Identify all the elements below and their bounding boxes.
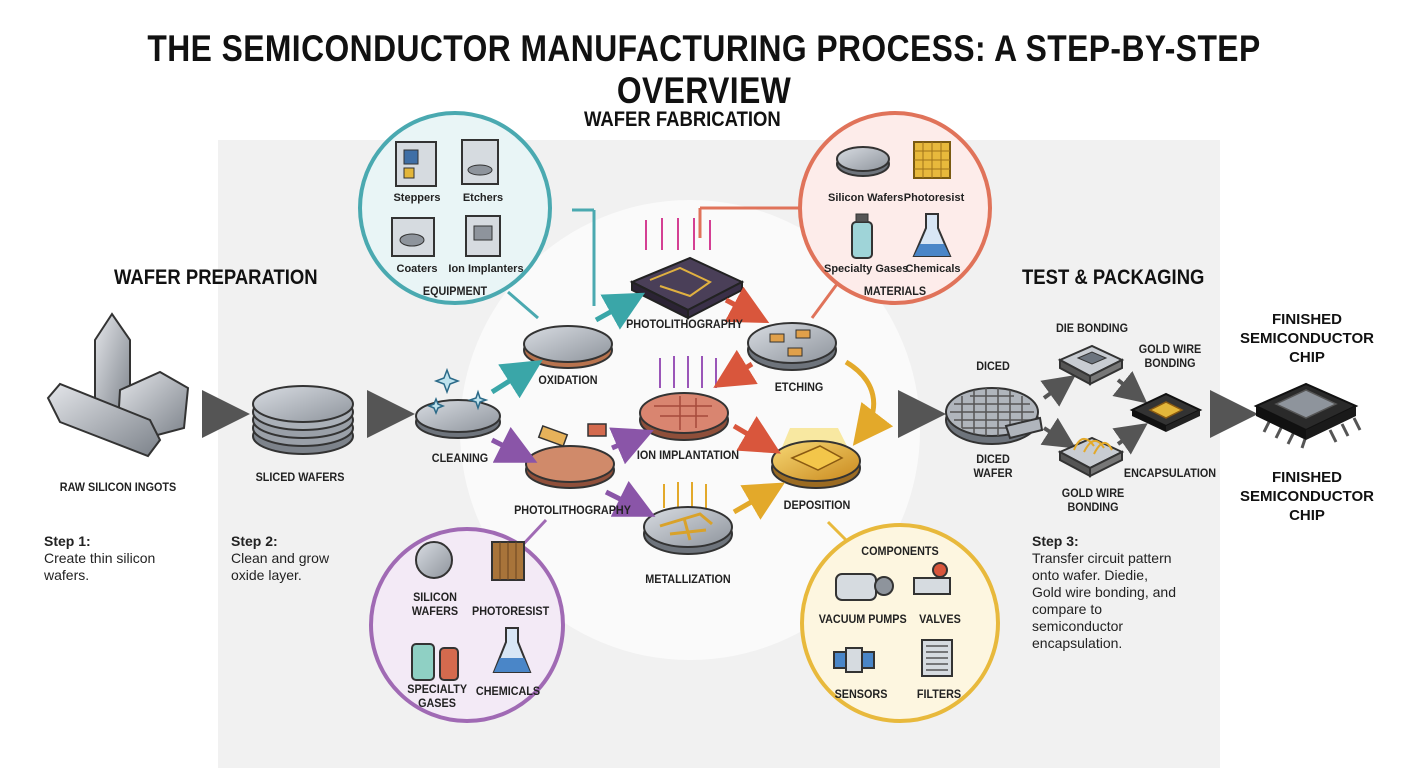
label-gold-wire-bonding-top: GOLD WIRE BONDING	[1138, 342, 1202, 370]
materials-bottom-icons	[411, 541, 532, 681]
label-oxidation: OXIDATION	[538, 373, 598, 387]
step-1-body: Create thin silicon wafers.	[44, 550, 156, 583]
components-item-sensors: SENSORS	[834, 687, 888, 701]
step-1-label: Step 1:	[44, 533, 91, 549]
cleaning-wafer-icon	[415, 367, 501, 439]
materials-bottom-item-specialty-gases: SPECIALTY GASES	[407, 682, 468, 710]
gold-wire-bonding-chip-icon	[1129, 392, 1203, 432]
metallization-icon	[643, 482, 733, 555]
label-deposition: DEPOSITION	[783, 498, 851, 512]
deposition-icon	[771, 428, 861, 489]
materials-top-item-photoresist: Photoresist	[903, 192, 965, 204]
materials-top-icons	[836, 141, 952, 259]
equipment-item-etchers: Etchers	[462, 192, 504, 204]
etching-icon	[747, 322, 837, 371]
step-2-label: Step 2:	[231, 533, 278, 549]
label-etching: ETCHING	[774, 380, 824, 394]
equipment-icons	[391, 139, 501, 257]
equipment-item-coaters: Coaters	[396, 263, 438, 275]
materials-top-item-chemicals: Chemicals	[905, 263, 961, 275]
materials-bottom-item-silicon-wafers: SILICON WAFERS	[411, 590, 459, 618]
step-3-body: Transfer circuit pattern onto wafer. Die…	[1032, 550, 1176, 651]
silicon-ingots-icon	[46, 312, 190, 458]
label-sliced-wafers: SLICED WAFERS	[255, 470, 345, 484]
label-diced-wafer: DICED WAFER	[973, 452, 1013, 480]
ion-implantation-icon	[639, 356, 729, 441]
components-title: COMPONENTS	[861, 544, 939, 558]
label-photolithography-bottom: PHOTOLITHOGRAPHY	[514, 503, 631, 517]
materials-bottom-item-photoresist: PHOTORESIST	[472, 604, 550, 618]
section-wafer-preparation: WAFER PREPARATION	[114, 266, 318, 289]
step-2-text: Step 2: Clean and grow oxide layer.	[231, 533, 391, 584]
components-icons	[833, 562, 953, 677]
die-bonding-icon	[1057, 344, 1125, 386]
equipment-item-steppers: Steppers	[393, 192, 441, 204]
label-diced: DICED	[976, 359, 1010, 373]
page-title: THE SEMICONDUCTOR MANUFACTURING PROCESS:…	[147, 28, 1261, 111]
label-cleaning: CLEANING	[431, 451, 489, 465]
label-finished-chip-bottom: FINISHED SEMICONDUCTOR CHIP	[1240, 469, 1374, 524]
label-encapsulation: ENCAPSULATION	[1123, 466, 1217, 480]
oxidation-wafer-icon	[523, 325, 613, 369]
diced-wafer-icon	[945, 387, 1044, 445]
equipment-item-ion-implanters: Ion Implanters	[448, 263, 524, 275]
step-3-label: Step 3:	[1032, 533, 1079, 549]
components-item-vacuum-pumps: VACUUM PUMPS	[818, 612, 907, 626]
materials-top-title: MATERIALS	[863, 284, 927, 298]
label-gold-wire-bonding-bottom: GOLD WIRE BONDING	[1061, 486, 1125, 514]
materials-bottom-item-chemicals: CHEMICALS	[475, 684, 541, 698]
label-ion-implantation: ION IMPLANTATION	[636, 448, 740, 462]
finished-chip-icon	[1253, 382, 1362, 449]
materials-top-item-silicon-wafers: Silicon Wafers	[828, 192, 904, 204]
gold-wire-bonding-bottom-icon	[1057, 436, 1125, 478]
photolithography-bottom-icon	[525, 423, 615, 489]
label-raw-silicon-ingots: RAW SILICON INGOTS	[59, 480, 177, 494]
step-2-body: Clean and grow oxide layer.	[231, 550, 330, 583]
components-item-valves: VALVES	[919, 612, 961, 626]
label-die-bonding: DIE BONDING	[1056, 321, 1129, 335]
section-wafer-fabrication: WAFER FABRICATION	[584, 108, 781, 131]
step-3-text: Step 3: Transfer circuit pattern onto wa…	[1032, 533, 1212, 652]
label-photolithography-top: PHOTOLITHOGRAPHY	[626, 317, 743, 331]
step-1-text: Step 1: Create thin silicon wafers.	[44, 533, 214, 584]
sliced-wafers-icon	[252, 385, 354, 455]
section-test-packaging: TEST & PACKAGING	[1022, 266, 1205, 289]
label-metallization: METALLIZATION	[645, 572, 731, 586]
equipment-title: EQUIPMENT	[422, 284, 488, 298]
label-finished-chip-top: FINISHED SEMICONDUCTOR CHIP	[1240, 311, 1374, 366]
components-item-filters: FILTERS	[916, 687, 962, 701]
materials-top-item-specialty-gases: Specialty Gases	[824, 263, 909, 275]
